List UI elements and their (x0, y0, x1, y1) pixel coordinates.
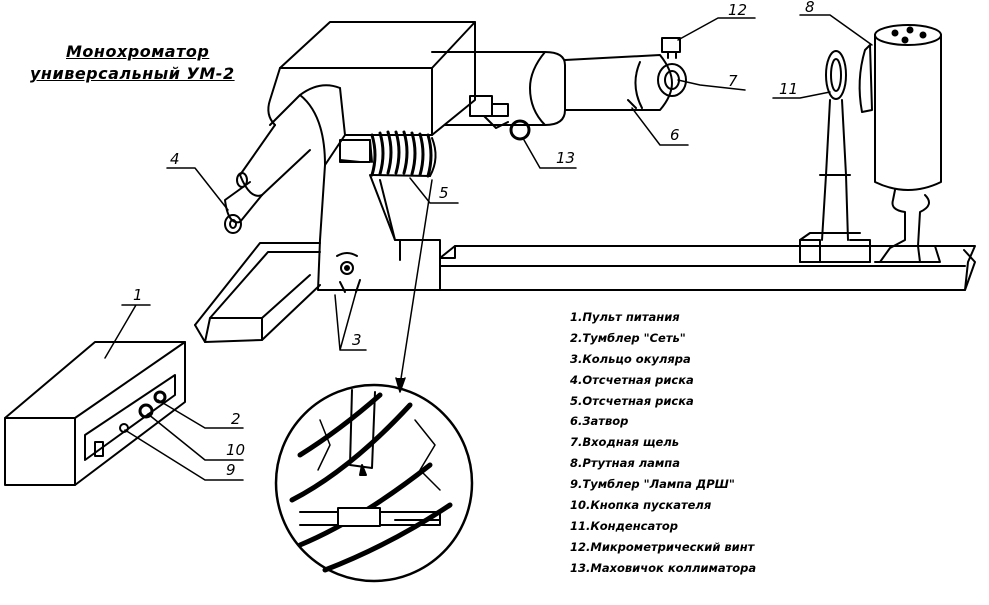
diagram-title-line-2: универсальный УМ-2 (30, 64, 235, 83)
eyepiece-tube (224, 67, 346, 234)
callout-labels: 1 2 3 4 5 6 7 8 9 10 11 12 13 (133, 0, 815, 479)
legend-item: 7.Входная щель (570, 435, 680, 450)
callout-5: 5 (439, 184, 449, 202)
callout-3: 3 (352, 331, 362, 349)
legend-item: 6.Затвор (570, 414, 629, 429)
parts-legend: 1.Пульт питания 2.Тумблер "Сеть" 3.Кольц… (570, 307, 756, 579)
legend-item: 1.Пульт питания (570, 310, 680, 324)
body-stand (317, 159, 441, 293)
diagram-title-line-1: Монохроматор (66, 42, 210, 61)
callout-8: 8 (805, 0, 815, 16)
legend-item: 4.Отсчетная риска (570, 372, 694, 387)
callout-10: 10 (226, 441, 245, 459)
callout-13: 13 (556, 149, 575, 167)
monochromator-housing (279, 21, 687, 141)
legend-item: 11.Конденсатор (570, 518, 679, 533)
mercury-lamp (858, 24, 942, 263)
legend-item: 13.Маховичок коллиматора (570, 560, 757, 575)
cable-channel (194, 242, 321, 343)
callout-6: 6 (670, 126, 680, 144)
legend-item: 5.Отсчетная риска (570, 393, 694, 408)
callout-7: 7 (728, 72, 738, 90)
callout-4: 4 (170, 150, 180, 168)
callout-11: 11 (779, 80, 798, 98)
magnifier-inset (274, 383, 474, 583)
legend-item: 2.Тумблер "Сеть" (570, 330, 686, 345)
wavelength-drum (339, 130, 437, 178)
optical-bench-rail (439, 245, 976, 291)
condenser-post (799, 50, 871, 263)
legend-item: 3.Кольцо окуляра (570, 351, 691, 366)
legend-item: 9.Тумблер "Лампа ДРШ" (570, 477, 735, 492)
legend-item: 8.Ртутная лампа (570, 456, 681, 471)
callout-2: 2 (231, 410, 241, 428)
legend-item: 12.Микрометрический винт (570, 539, 755, 554)
leader-lines (104, 14, 873, 481)
callout-12: 12 (728, 1, 747, 19)
power-console (4, 341, 186, 486)
legend-item: 10.Кнопка пускателя (570, 498, 712, 513)
callout-9: 9 (226, 461, 236, 479)
callout-1: 1 (133, 286, 143, 304)
